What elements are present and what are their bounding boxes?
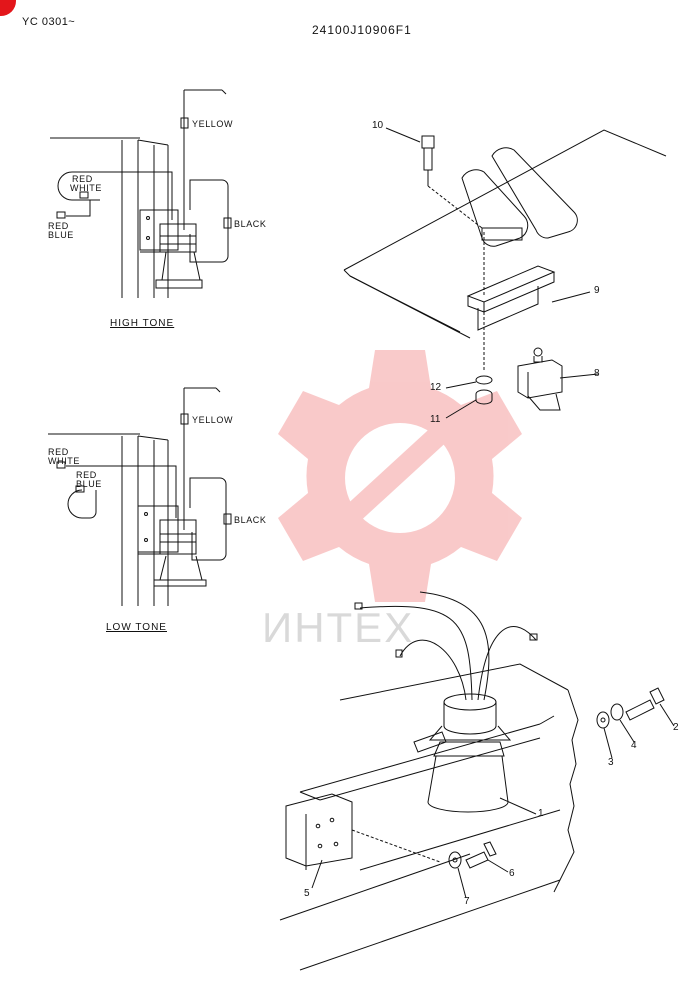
callout-10: 10 bbox=[372, 120, 384, 131]
high-tone-blue-label: BLUE bbox=[48, 230, 74, 240]
low-tone-white-label: WHITE bbox=[48, 456, 80, 466]
watermark-gear-icon bbox=[278, 350, 522, 602]
low-tone-red-label: RED bbox=[48, 447, 69, 457]
model-range: YC 0301~ bbox=[22, 16, 76, 28]
callout-9: 9 bbox=[594, 285, 600, 296]
watermark-text: ИНТЕХ bbox=[262, 604, 415, 651]
pedal-assembly bbox=[343, 129, 667, 411]
high-tone-white-label: WHITE bbox=[70, 183, 102, 193]
callout-7: 7 bbox=[464, 896, 470, 907]
callout-11: 11 bbox=[430, 414, 441, 425]
high-tone-diagram bbox=[50, 89, 232, 298]
callout-6: 6 bbox=[509, 868, 515, 879]
callout-5: 5 bbox=[304, 888, 310, 899]
low-tone-black-label: BLACK bbox=[234, 515, 267, 525]
high-tone-caption: HIGH TONE bbox=[110, 318, 175, 329]
low-tone-red2-label: RED bbox=[76, 470, 97, 480]
callout-12: 12 bbox=[430, 382, 442, 393]
low-tone-diagram bbox=[48, 387, 232, 606]
high-tone-yellow-label: YELLOW bbox=[192, 119, 234, 129]
low-tone-caption: LOW TONE bbox=[106, 622, 167, 633]
high-tone-black-label: BLACK bbox=[234, 219, 267, 229]
horn-assembly bbox=[279, 591, 665, 971]
callout-3: 3 bbox=[608, 757, 614, 768]
callout-4: 4 bbox=[631, 740, 637, 751]
callout-1: 1 bbox=[538, 808, 544, 819]
high-tone-red-label: RED bbox=[72, 174, 93, 184]
callout-8: 8 bbox=[594, 368, 600, 379]
low-tone-yellow-label: YELLOW bbox=[192, 415, 234, 425]
callout-leaders bbox=[311, 127, 675, 899]
low-tone-blue-label: BLUE bbox=[76, 479, 102, 489]
high-tone-red2-label: RED bbox=[48, 221, 69, 231]
callout-2: 2 bbox=[673, 722, 679, 733]
document-number: 24100J10906F1 bbox=[312, 23, 412, 37]
